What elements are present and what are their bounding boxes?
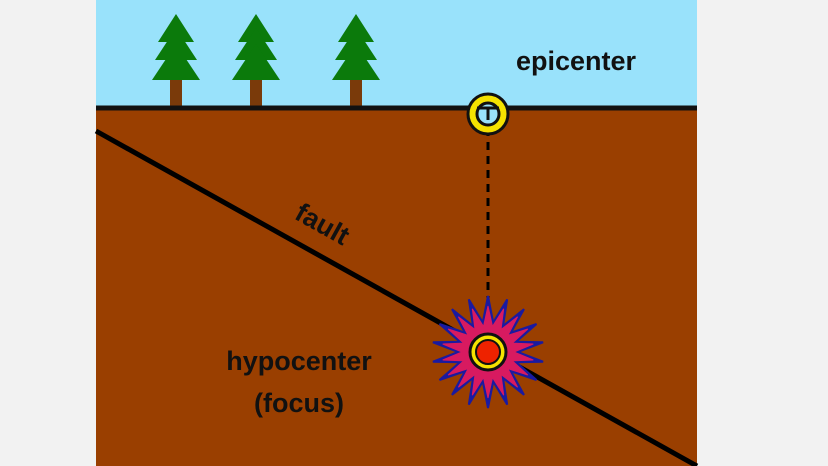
epicenter-label: epicenter xyxy=(516,46,637,76)
sky xyxy=(96,0,697,108)
target-circle-icon xyxy=(466,92,510,136)
hypocenter-marker xyxy=(468,332,508,372)
pine-tree-icon xyxy=(152,14,200,108)
ground xyxy=(96,108,697,466)
focus-label: (focus) xyxy=(254,388,344,418)
fault-line xyxy=(94,128,699,466)
pine-tree-icon xyxy=(332,14,380,108)
pine-tree-icon xyxy=(232,14,280,108)
hypocenter-label: hypocenter xyxy=(226,346,372,376)
